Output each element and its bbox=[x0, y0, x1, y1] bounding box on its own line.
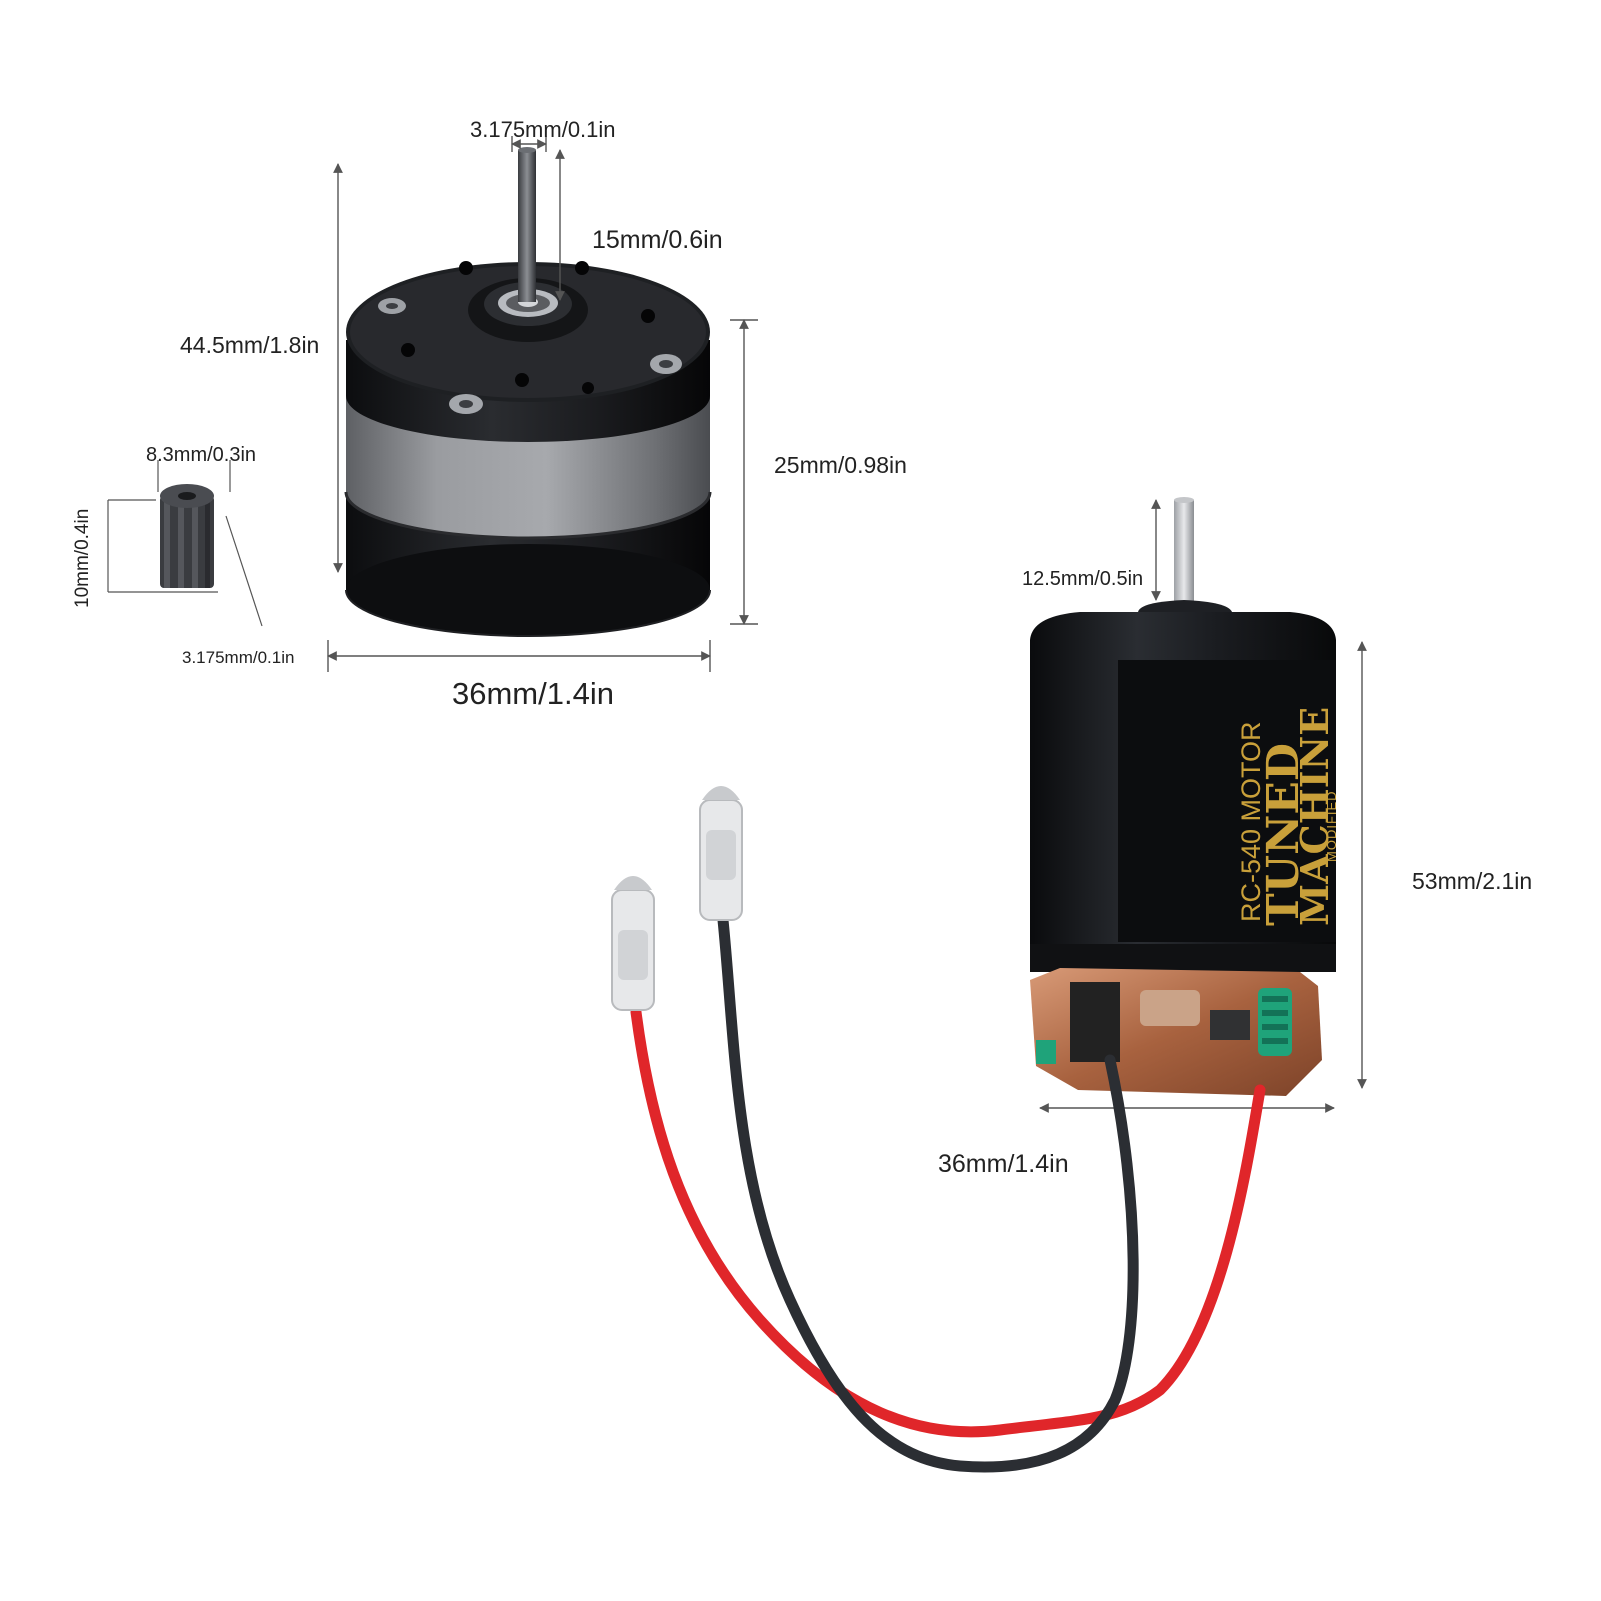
motor-length-label: 53mm/2.1in bbox=[1412, 868, 1533, 894]
gearbox-total-height-label: 44.5mm/1.8in bbox=[180, 332, 320, 358]
gearbox-shaft-diameter-label: 3.175mm/0.1in bbox=[470, 117, 616, 142]
motor-diameter-label: 36mm/1.4in bbox=[938, 1150, 1069, 1178]
pinion-dimension-lines bbox=[107, 460, 263, 627]
pinion-width-label: 8.3mm/0.3in bbox=[146, 444, 257, 466]
motor-dimension-lines bbox=[1039, 499, 1367, 1113]
gearbox-body-height-label: 25mm/0.98in bbox=[774, 452, 907, 478]
gearbox-unit bbox=[344, 147, 712, 637]
gearbox-width-label: 36mm/1.4in bbox=[452, 676, 614, 711]
gearbox-dimension-lines bbox=[327, 136, 758, 672]
gearbox-shaft-length-label: 15mm/0.6in bbox=[592, 226, 723, 254]
pinion-bore-label: 3.175mm/0.1in bbox=[182, 648, 295, 667]
pinion-height-label: 10mm/0.4in bbox=[72, 508, 93, 608]
red-wire-connector bbox=[611, 876, 655, 1011]
motor-wires bbox=[630, 914, 1266, 1473]
pinion-gear bbox=[160, 484, 214, 588]
motor-shaft-length-label: 12.5mm/0.5in bbox=[1022, 568, 1144, 590]
motor-label-line4: MODIFIED bbox=[1324, 790, 1339, 862]
black-wire-connector bbox=[699, 786, 743, 921]
rc540-motor bbox=[1030, 497, 1336, 1096]
